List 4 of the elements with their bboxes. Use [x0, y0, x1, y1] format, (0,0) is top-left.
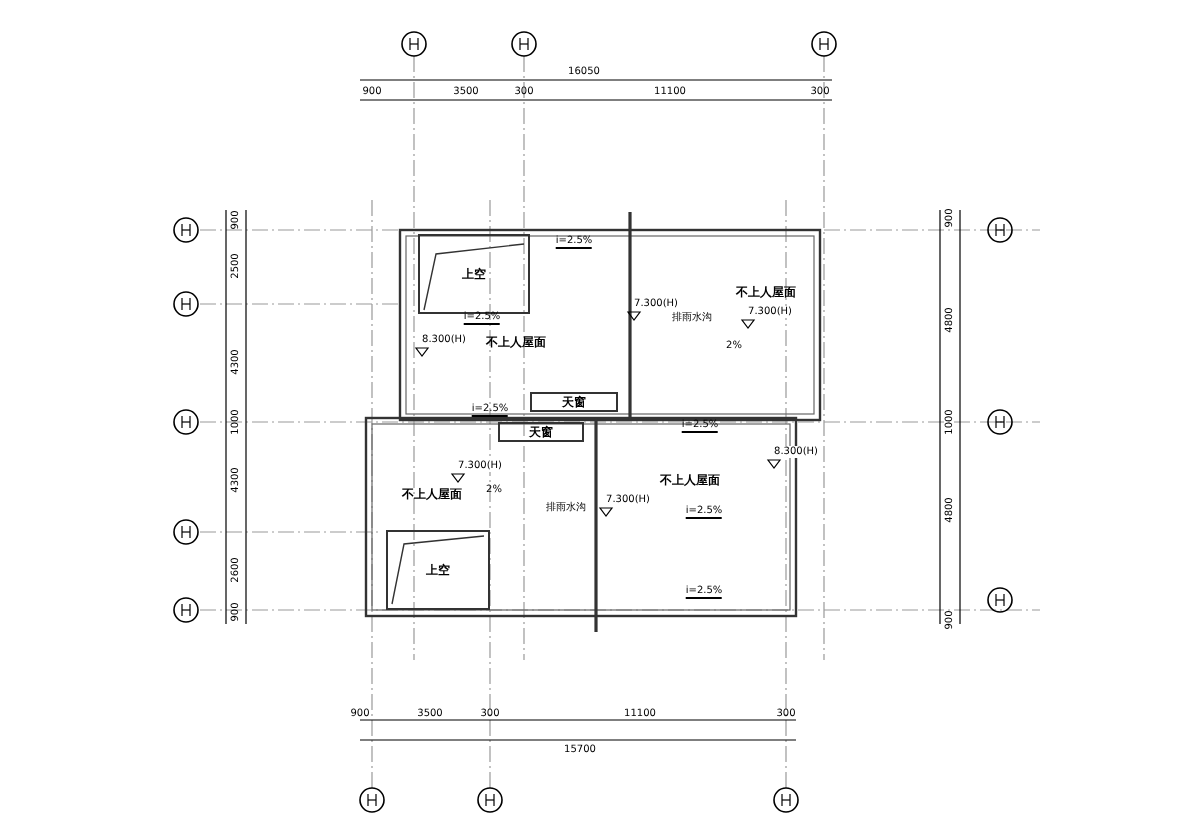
skylight-box: [530, 392, 618, 412]
skylight-box: [498, 422, 584, 442]
opening-box: [386, 530, 490, 610]
opening-box: [418, 234, 530, 314]
